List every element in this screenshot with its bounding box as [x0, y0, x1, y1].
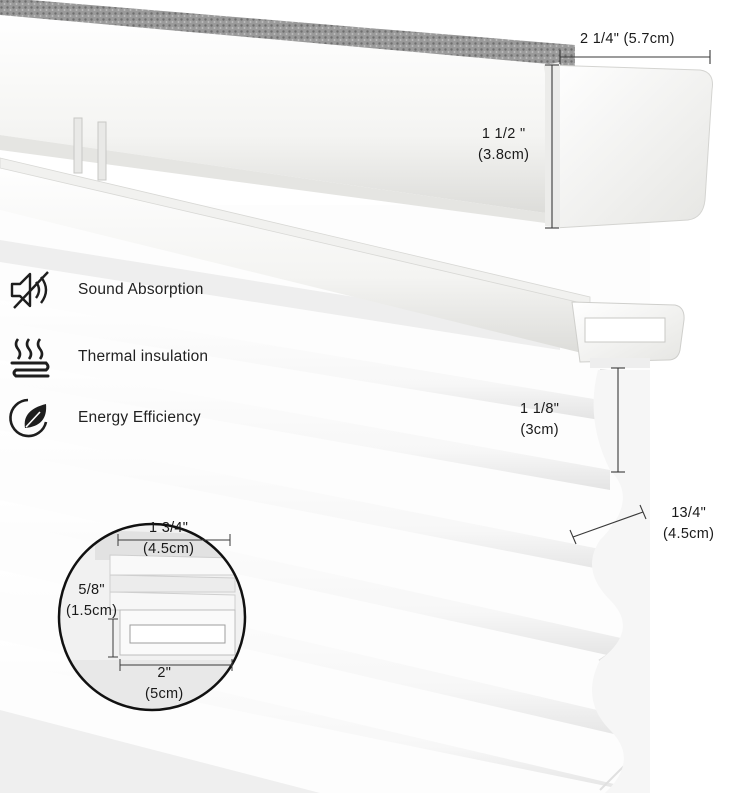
dimension-detail-rail-height: 5/8" (1.5cm) [66, 580, 117, 622]
dimension-metric: (5cm) [145, 686, 184, 702]
thermal-heat-waves-icon [10, 338, 50, 378]
dimension-imperial: 13/4" [671, 505, 707, 521]
feature-label: Energy Efficiency [78, 409, 201, 426]
dimension-metric: (4.5cm) [663, 526, 715, 542]
dimension-lines [545, 50, 711, 545]
dimension-imperial: 1 3/4" [149, 520, 189, 536]
dimension-metric: (1.5cm) [66, 603, 118, 619]
dimension-metric: (5.7cm) [623, 31, 675, 47]
dimension-detail-rail-width: 2" (5cm) [145, 663, 184, 705]
dimension-cell-width: 13/4" (4.5cm) [663, 503, 714, 545]
feature-energy-efficiency: Energy Efficiency [8, 396, 201, 440]
dimension-detail-stack-width: 1 3/4" (4.5cm) [143, 518, 194, 560]
leaf-energy-icon [9, 398, 48, 438]
sound-absorption-icon [10, 271, 49, 309]
feature-label: Thermal insulation [78, 348, 209, 365]
dimension-imperial: 5/8" [78, 582, 105, 598]
dimension-headrail-depth: 2 1/4" (5.7cm) [580, 29, 675, 50]
dimension-imperial: 1 1/8" [520, 401, 560, 417]
feature-label: Sound Absorption [78, 281, 204, 298]
dimension-imperial: 2" [157, 665, 172, 681]
dimension-imperial: 2 1/4" [580, 31, 620, 47]
dimension-cell-height: 1 1/8" (3cm) [520, 399, 559, 441]
dimension-imperial: 1 1/2 " [481, 126, 526, 142]
detail-inset [57, 522, 247, 712]
dimension-metric: (3.8cm) [478, 147, 530, 163]
headrail [0, 0, 713, 229]
dimension-metric: (3cm) [520, 422, 559, 438]
bottom-rail [0, 157, 685, 368]
dimension-headrail-height: 1 1/2 " (3.8cm) [478, 124, 529, 166]
dimension-metric: (4.5cm) [143, 541, 195, 557]
feature-thermal-insulation: Thermal insulation [8, 335, 208, 379]
feature-sound-absorption: Sound Absorption [8, 268, 204, 312]
